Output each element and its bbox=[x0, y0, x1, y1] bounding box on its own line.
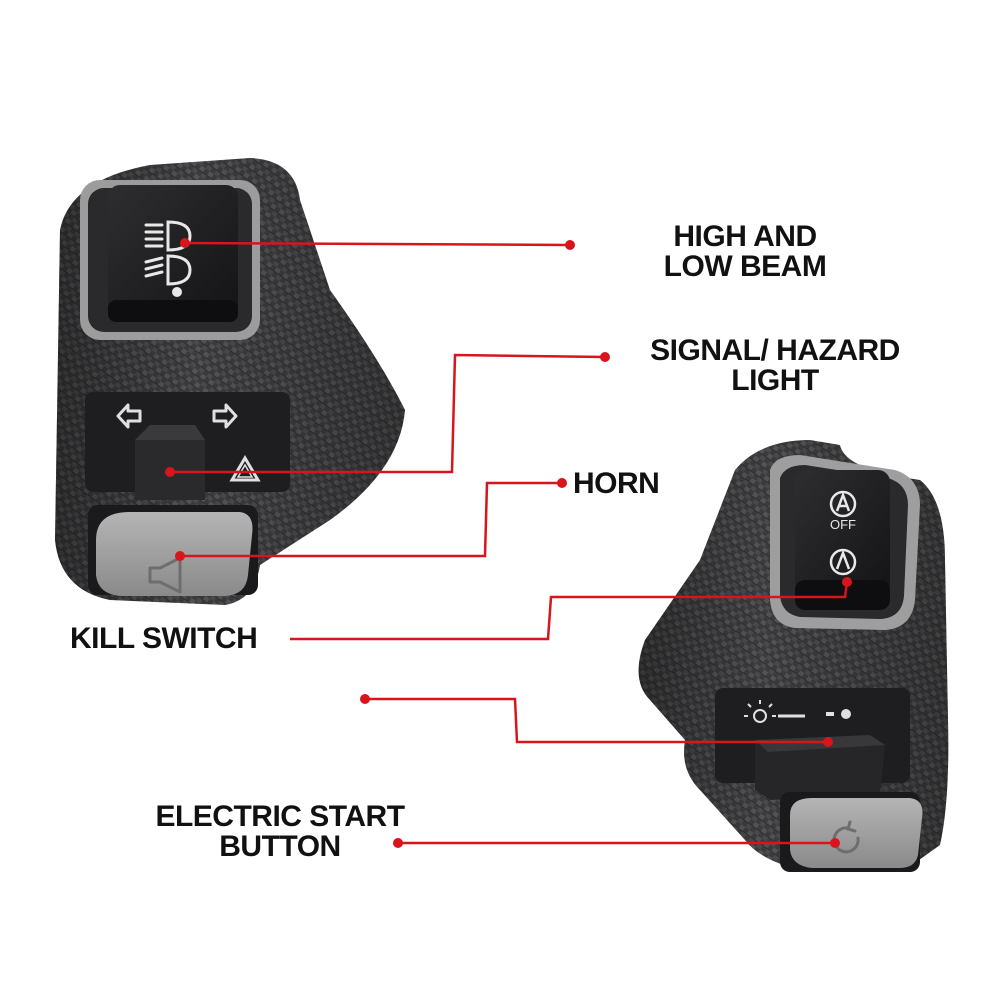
headlight-on-icon bbox=[744, 700, 805, 723]
leader-lines bbox=[170, 241, 849, 845]
leader-high-low-beam bbox=[184, 241, 571, 247]
horn-icon bbox=[148, 556, 182, 594]
leader-horn bbox=[180, 481, 562, 558]
kill-switch-toggle[interactable] bbox=[755, 735, 885, 800]
indicator-dot-icon bbox=[826, 709, 851, 719]
start-icon bbox=[832, 820, 860, 854]
high-beam-icon bbox=[144, 220, 192, 252]
auto-off-switch[interactable] bbox=[795, 470, 890, 595]
right-switch-housing: OFF bbox=[638, 440, 949, 872]
leader-dots bbox=[165, 238, 852, 848]
label-kill-switch: KILL SWITCH bbox=[70, 622, 258, 655]
label-signal-hazard: SIGNAL/ HAZARD LIGHT bbox=[610, 336, 940, 396]
start-button[interactable] bbox=[790, 798, 923, 868]
horn-button[interactable] bbox=[96, 512, 253, 596]
label-signal-hazard-line2: LIGHT bbox=[731, 364, 819, 397]
label-electric-start-line2: BUTTON bbox=[219, 830, 341, 863]
leader-kill-switch bbox=[290, 581, 849, 641]
auto-icon bbox=[829, 548, 857, 576]
label-high-low-beam-line1: HIGH AND bbox=[673, 220, 817, 253]
label-horn: HORN bbox=[573, 467, 660, 500]
beam-switch[interactable] bbox=[108, 185, 238, 320]
hazard-triangle-icon bbox=[229, 455, 261, 482]
signal-toggle[interactable] bbox=[135, 425, 205, 500]
turn-right-arrow-icon bbox=[212, 403, 238, 429]
low-beam-icon bbox=[144, 254, 192, 286]
label-electric-start-line1: ELECTRIC START bbox=[155, 800, 405, 833]
auto-icon bbox=[829, 490, 857, 518]
leader-electric-start bbox=[365, 697, 828, 744]
label-horn-line1: HORN bbox=[573, 467, 660, 500]
label-electric-start: ELECTRIC START BUTTON bbox=[135, 802, 425, 862]
label-signal-hazard-line1: SIGNAL/ HAZARD bbox=[650, 334, 900, 367]
indicator-dot-icon bbox=[172, 287, 182, 297]
label-high-low-beam: HIGH AND LOW BEAM bbox=[640, 222, 850, 282]
label-kill-switch-line1: KILL SWITCH bbox=[70, 622, 258, 655]
left-switch-housing bbox=[55, 158, 405, 605]
off-label: OFF bbox=[830, 517, 856, 532]
leader-signal-hazard bbox=[170, 353, 606, 474]
label-high-low-beam-line2: LOW BEAM bbox=[663, 250, 827, 283]
turn-left-arrow-icon bbox=[116, 403, 142, 429]
